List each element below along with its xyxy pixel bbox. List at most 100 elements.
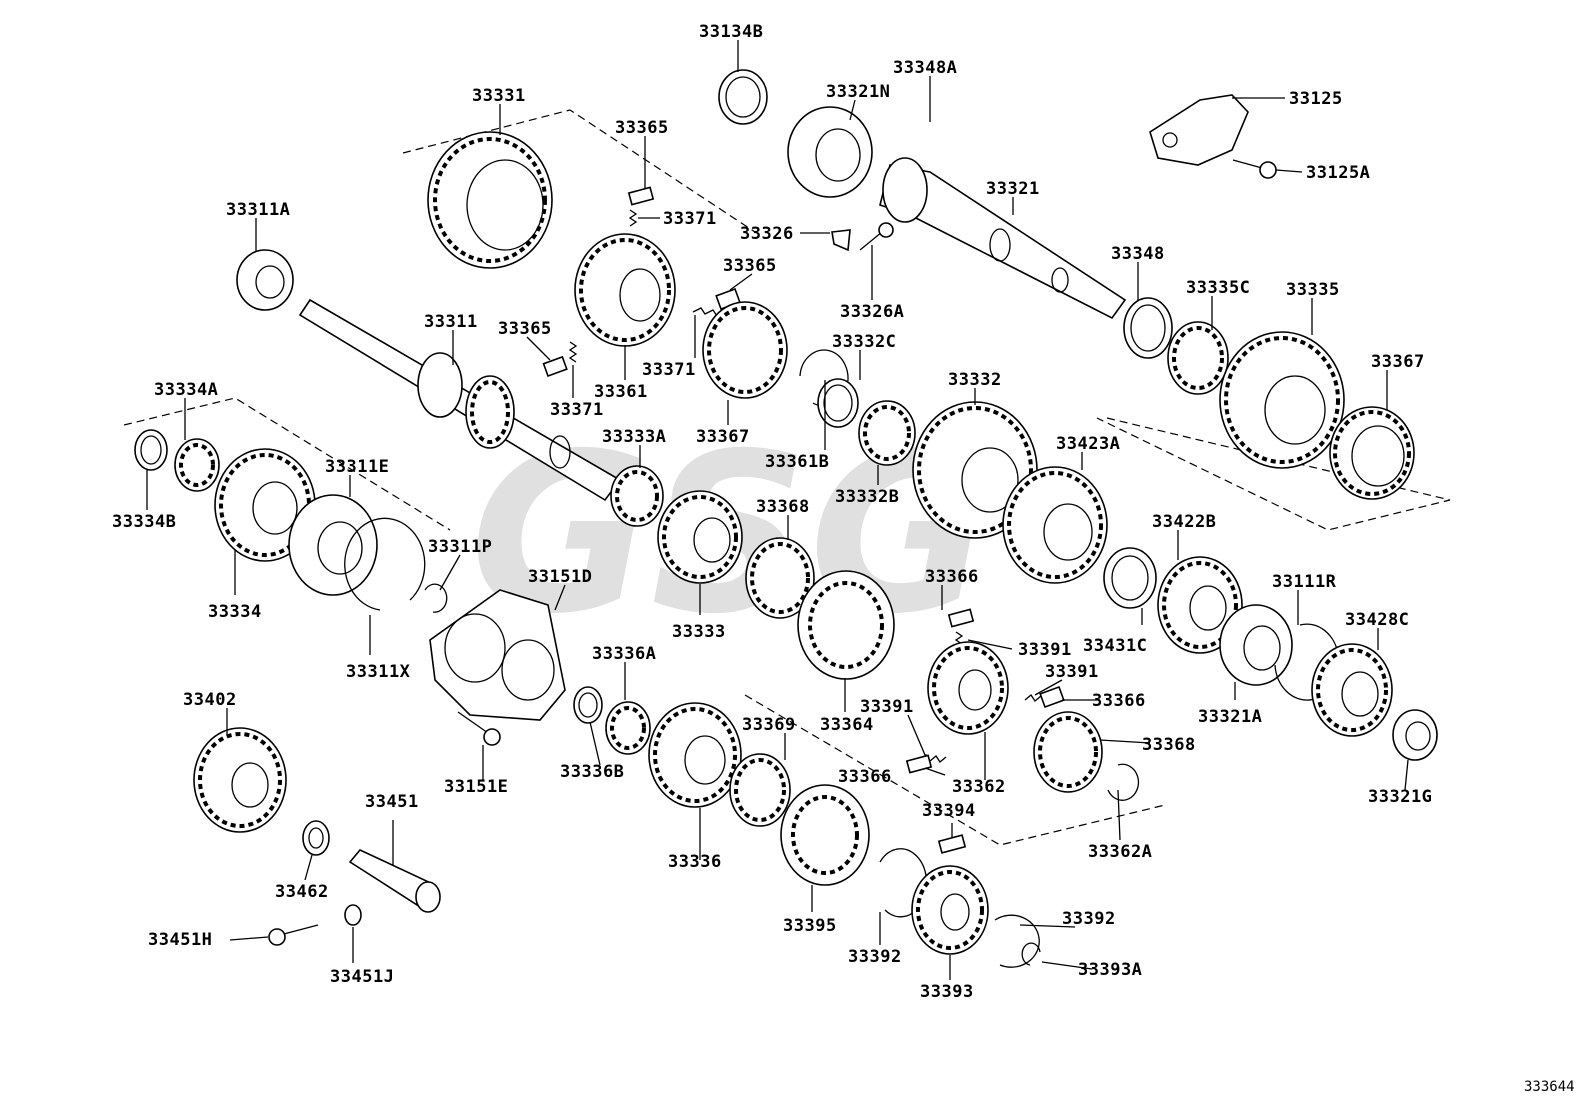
label-33326: 33326 [740, 224, 794, 244]
label-33392-left: 33392 [848, 947, 902, 967]
label-33451J: 33451J [330, 967, 394, 987]
part-33333 [657, 490, 743, 584]
part-33326 [831, 229, 851, 252]
label-33428C: 33428C [1345, 610, 1409, 630]
part-33348 [1123, 297, 1173, 359]
label-33365-top: 33365 [615, 118, 669, 138]
part-33371-spring-left [568, 341, 578, 363]
label-33321G: 33321G [1368, 787, 1432, 807]
label-33311: 33311 [424, 312, 478, 332]
label-33335C: 33335C [1186, 278, 1250, 298]
label-33361: 33361 [594, 382, 648, 402]
part-33462 [302, 820, 330, 856]
label-33331: 33331 [472, 86, 526, 106]
label-33393: 33393 [920, 982, 974, 1002]
label-33431C: 33431C [1083, 636, 1147, 656]
label-33334B: 33334B [112, 512, 176, 532]
label-33348: 33348 [1111, 244, 1165, 264]
label-33311P: 33311P [428, 537, 492, 557]
part-33431C [1103, 547, 1157, 609]
label-33422B: 33422B [1152, 512, 1216, 532]
label-33394: 33394 [922, 801, 976, 821]
label-33368-right: 33368 [1142, 735, 1196, 755]
label-33336A: 33336A [592, 644, 656, 664]
part-33394 [937, 834, 967, 854]
part-33321A [1219, 604, 1293, 686]
label-33366-lower: 33366 [838, 767, 892, 787]
label-33326A: 33326A [840, 302, 904, 322]
label-33321: 33321 [986, 179, 1040, 199]
part-33423A [1002, 466, 1108, 584]
part-33367-ring-right [1329, 406, 1415, 500]
label-33391-right: 33391 [1045, 662, 1099, 682]
part-33332C [817, 378, 859, 428]
part-33332B [858, 400, 916, 466]
part-33451J [344, 904, 362, 926]
part-33125 [1149, 94, 1249, 166]
label-33391-upper: 33391 [1018, 640, 1072, 660]
part-33362A [1107, 763, 1140, 801]
label-33371-mid: 33371 [642, 360, 696, 380]
part-33336 [648, 702, 742, 808]
part-33366-key-right [1039, 685, 1065, 709]
part-33326A [859, 222, 894, 251]
label-33368-mid: 33368 [756, 497, 810, 517]
part-33334B [134, 429, 168, 471]
label-33333A: 33333A [602, 427, 666, 447]
part-33311P [424, 583, 448, 613]
label-33391-lower: 33391 [860, 697, 914, 717]
label-33125A: 33125A [1306, 163, 1370, 183]
part-33368-ring-right [1033, 711, 1103, 793]
part-33311-shaft [298, 298, 622, 502]
label-33451H: 33451H [148, 930, 212, 950]
part-33368-ring-mid [745, 537, 815, 619]
label-33332C: 33332C [832, 332, 896, 352]
part-33336A [605, 701, 651, 755]
part-33311A [236, 249, 294, 311]
label-33125: 33125 [1289, 89, 1343, 109]
label-33336: 33336 [668, 852, 722, 872]
label-33392-right: 33392 [1062, 909, 1116, 929]
figure-reference-number: 333644 [1524, 1079, 1575, 1095]
label-33362A: 33362A [1088, 842, 1152, 862]
part-number-labels: 33134B 33348A 33331 33321N 33125 33365 3… [112, 22, 1432, 1002]
label-33311A: 33311A [226, 200, 290, 220]
part-33311E [288, 494, 378, 596]
label-33365-mid: 33365 [723, 256, 777, 276]
label-33334: 33334 [208, 602, 262, 622]
part-33333A [610, 465, 664, 527]
part-33334A [174, 438, 220, 492]
part-33366-key-upper [947, 608, 975, 628]
part-33125A [1232, 159, 1277, 179]
label-33335: 33335 [1286, 280, 1340, 300]
label-33332B: 33332B [835, 487, 899, 507]
label-33134B: 33134B [699, 22, 763, 42]
label-33332: 33332 [948, 370, 1002, 390]
label-33151D: 33151D [528, 567, 592, 587]
label-33333: 33333 [672, 622, 726, 642]
leader-lines [146, 40, 1409, 980]
part-33361 [574, 233, 676, 347]
label-33371-top: 33371 [663, 209, 717, 229]
part-33151E [457, 711, 501, 746]
part-33335C [1167, 321, 1229, 395]
part-33428C [1311, 643, 1393, 737]
part-33393A [1021, 942, 1041, 966]
label-33334A: 33334A [154, 380, 218, 400]
part-33321-shaft [879, 157, 1127, 320]
label-33365-left: 33365 [498, 319, 552, 339]
label-33423A: 33423A [1056, 434, 1120, 454]
label-33348A: 33348A [893, 58, 957, 78]
label-33367-mid: 33367 [696, 427, 750, 447]
part-33393 [911, 865, 989, 955]
part-33365-key-top [627, 186, 655, 206]
label-33367-right: 33367 [1371, 352, 1425, 372]
part-33311X [344, 517, 426, 611]
label-33111R: 33111R [1272, 572, 1337, 592]
part-33331 [427, 131, 553, 269]
label-33395: 33395 [783, 916, 837, 936]
part-33395 [780, 784, 870, 886]
part-33366-key-lower [905, 754, 933, 774]
part-33371-spring-top [628, 209, 638, 227]
